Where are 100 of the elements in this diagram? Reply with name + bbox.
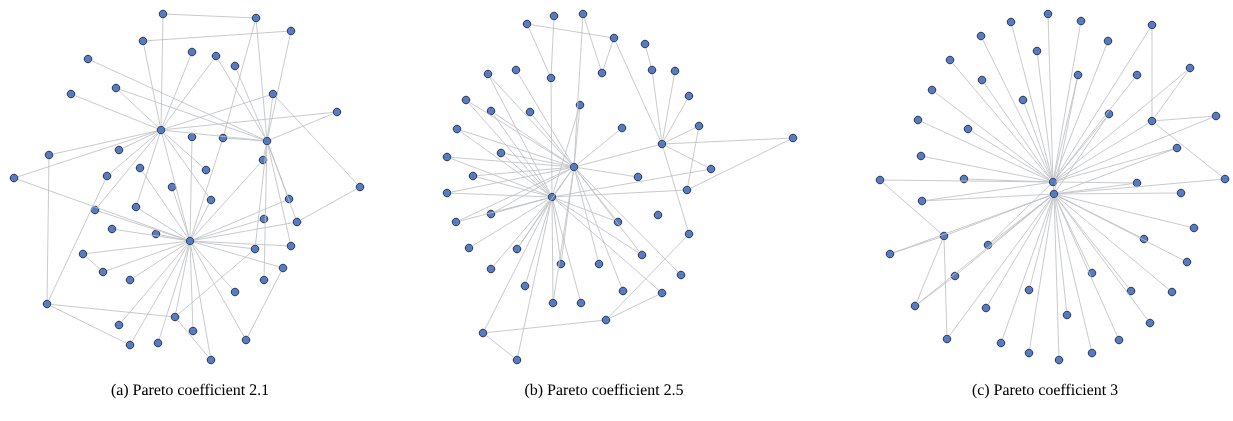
network-edge	[1056, 122, 1149, 181]
network-node	[556, 259, 566, 269]
network-node	[135, 163, 145, 173]
network-node	[913, 115, 923, 125]
network-node	[153, 338, 163, 348]
network-node	[1087, 348, 1097, 358]
network-node	[637, 250, 647, 260]
network-edge	[971, 130, 1050, 181]
network-node	[250, 244, 260, 254]
network-edge	[608, 236, 687, 318]
network-edge	[517, 73, 573, 164]
network-node	[206, 355, 216, 365]
network-edge	[476, 166, 571, 177]
network-edge	[143, 44, 161, 127]
network-edge	[1011, 25, 1053, 179]
network-edge	[486, 320, 603, 333]
network-node	[916, 151, 926, 161]
network-edge	[662, 147, 689, 231]
network-node	[942, 334, 952, 344]
network-node	[647, 65, 657, 75]
network-node	[442, 188, 452, 198]
network-edge	[191, 244, 245, 337]
network-node	[66, 89, 76, 99]
network-node	[1076, 16, 1086, 26]
network-edge	[164, 112, 334, 130]
network-edge	[663, 99, 688, 141]
network-edge	[528, 27, 550, 75]
network-edge	[1037, 54, 1053, 179]
network-node	[286, 241, 296, 251]
network-edge	[519, 170, 572, 246]
network-edge	[493, 114, 550, 194]
network-node	[1185, 63, 1195, 73]
network-node	[1018, 95, 1028, 105]
network-node	[332, 107, 342, 117]
network-edge	[1054, 197, 1092, 350]
network-node	[206, 195, 216, 205]
network-edge	[247, 271, 282, 337]
network-node	[601, 315, 611, 325]
network-edge	[48, 179, 106, 301]
network-edge	[576, 130, 620, 165]
network-node	[950, 271, 960, 281]
network-node	[576, 298, 586, 308]
network-edge	[166, 13, 253, 19]
network-node	[996, 338, 1006, 348]
network-node	[102, 171, 112, 181]
network-edge	[133, 242, 187, 279]
network-edge	[1053, 24, 1081, 179]
network-node	[496, 148, 506, 158]
network-edge	[193, 200, 286, 240]
network-edge	[1056, 117, 1108, 191]
network-node	[286, 26, 296, 36]
network-edge	[177, 251, 253, 315]
network-node	[1182, 257, 1192, 267]
network-node	[1220, 174, 1230, 184]
network-node	[959, 174, 969, 184]
network-edge	[192, 243, 233, 290]
network-edge	[1054, 28, 1151, 179]
network-node	[158, 9, 168, 19]
network-edge	[163, 59, 214, 127]
network-edge	[690, 139, 790, 189]
network-node	[167, 182, 177, 192]
network-edge	[924, 156, 1050, 182]
network-edge	[226, 137, 264, 142]
network-node	[522, 19, 532, 29]
network-node	[251, 13, 261, 23]
network-node	[468, 171, 478, 181]
network-node	[640, 39, 650, 49]
network-node	[1087, 268, 1097, 278]
network-node	[1104, 109, 1114, 119]
network-edge	[550, 19, 555, 75]
network-node	[90, 205, 100, 215]
network-node	[512, 355, 522, 365]
network-edge	[172, 190, 190, 238]
network-edge	[583, 17, 602, 70]
network-node	[292, 217, 302, 227]
network-edge	[645, 47, 652, 67]
network-node	[1176, 188, 1186, 198]
network-node	[657, 139, 667, 149]
network-edge	[270, 113, 334, 140]
network-node	[241, 335, 251, 345]
network-node	[187, 132, 197, 142]
network-node	[618, 286, 628, 296]
network-node	[107, 224, 117, 234]
network-edge	[189, 244, 194, 328]
network-node	[1126, 286, 1136, 296]
network-node	[613, 217, 623, 227]
network-node	[258, 155, 268, 165]
network-edge	[1056, 196, 1170, 290]
network-edge	[882, 182, 942, 234]
network-node	[478, 328, 488, 338]
network-edge	[494, 112, 571, 166]
network-node	[268, 89, 278, 99]
network-node	[442, 152, 452, 162]
network-edge	[525, 200, 552, 283]
network-edge	[131, 244, 189, 342]
network-node	[125, 340, 135, 350]
network-edge	[469, 101, 571, 166]
network-node	[525, 107, 535, 117]
network-edge	[532, 114, 572, 165]
network-node	[278, 263, 288, 273]
